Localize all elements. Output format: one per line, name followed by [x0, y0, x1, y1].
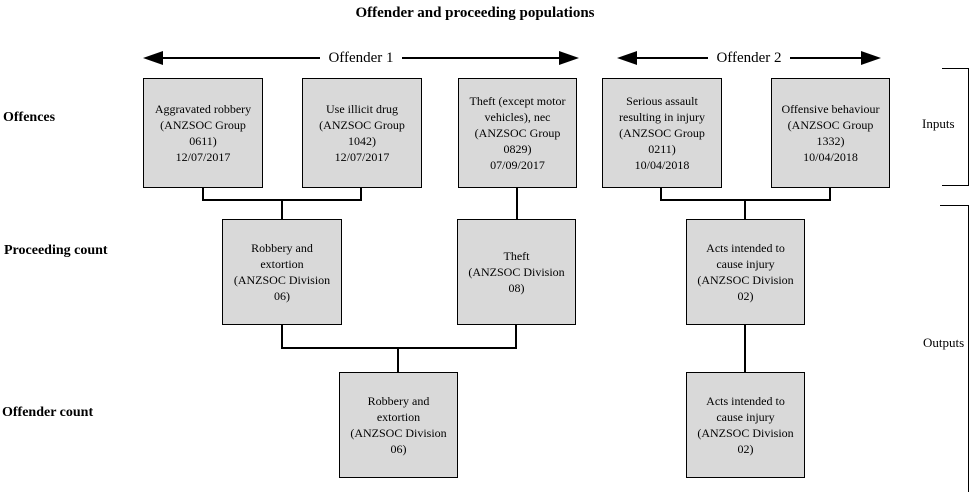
connector-line	[281, 347, 517, 349]
arrow-line	[789, 57, 861, 59]
offender-1-span: Offender 1	[143, 50, 579, 66]
offender-box-robbery-and-extortion: Robbery and extortion (ANZSOC Division 0…	[339, 372, 458, 478]
inputs-bracket	[942, 68, 969, 186]
connector-line	[829, 187, 831, 201]
box-text: Acts intended to cause injury (ANZSOC Di…	[697, 241, 794, 303]
proceeding-box-theft: Theft (ANZSOC Division 08)	[457, 219, 576, 325]
outputs-bracket	[940, 205, 969, 492]
box-text: Robbery and extortion (ANZSOC Division 0…	[233, 241, 331, 303]
connector-line	[516, 187, 518, 220]
diagram-title: Offender and proceeding populations	[355, 5, 595, 21]
arrow-right-icon	[861, 51, 881, 65]
offence-box-aggravated-robbery: Aggravated robbery (ANZSOC Group 0611) 1…	[143, 78, 263, 188]
offender-box-acts-intended-to-cause-injury: Acts intended to cause injury (ANZSOC Di…	[686, 372, 805, 478]
connector-line	[744, 199, 746, 220]
outputs-label: Outputs	[923, 335, 965, 350]
offence-box-offensive-behaviour: Offensive behaviour (ANZSOC Group 1332) …	[771, 78, 890, 188]
box-text: Use illicit drug (ANZSOC Group 1042) 12/…	[319, 102, 405, 164]
offence-box-use-illicit-drug: Use illicit drug (ANZSOC Group 1042) 12/…	[302, 78, 422, 188]
connector-line	[515, 324, 517, 349]
arrow-line	[401, 57, 559, 59]
box-text: Robbery and extortion (ANZSOC Division 0…	[350, 394, 447, 456]
arrow-left-icon	[617, 51, 637, 65]
box-text: Aggravated robbery (ANZSOC Group 0611) 1…	[154, 102, 252, 164]
box-text: Theft (except motor vehicles), nec (ANZS…	[469, 94, 566, 172]
proceeding-box-acts-intended-to-cause-injury: Acts intended to cause injury (ANZSOC Di…	[686, 219, 805, 325]
box-text: Acts intended to cause injury (ANZSOC Di…	[697, 394, 794, 456]
arrow-left-icon	[143, 51, 163, 65]
arrow-line	[163, 57, 321, 59]
connector-line	[744, 324, 746, 373]
row-label-proceeding-count: Proceeding count	[4, 243, 108, 258]
connector-line	[660, 187, 662, 201]
row-label-offences: Offences	[3, 110, 56, 125]
arrow-right-icon	[559, 51, 579, 65]
proceeding-box-robbery-and-extortion: Robbery and extortion (ANZSOC Division 0…	[222, 219, 342, 325]
offence-box-theft-except-motor-vehicles: Theft (except motor vehicles), nec (ANZS…	[458, 78, 577, 188]
box-text: Serious assault resulting in injury (ANZ…	[619, 94, 705, 172]
row-label-offender-count: Offender count	[2, 405, 94, 420]
connector-line	[360, 187, 362, 201]
box-text: Theft (ANZSOC Division 08)	[468, 249, 565, 295]
offender-1-span-label: Offender 1	[328, 50, 394, 66]
connector-line	[397, 347, 399, 373]
inputs-label: Inputs	[922, 116, 955, 131]
offence-box-serious-assault: Serious assault resulting in injury (ANZ…	[602, 78, 722, 188]
connector-line	[281, 199, 283, 220]
arrow-line	[637, 57, 709, 59]
offender-2-span: Offender 2	[617, 50, 881, 66]
connector-line	[202, 187, 204, 201]
offender-2-span-label: Offender 2	[716, 50, 782, 66]
box-text: Offensive behaviour (ANZSOC Group 1332) …	[781, 102, 880, 164]
connector-line	[281, 324, 283, 349]
